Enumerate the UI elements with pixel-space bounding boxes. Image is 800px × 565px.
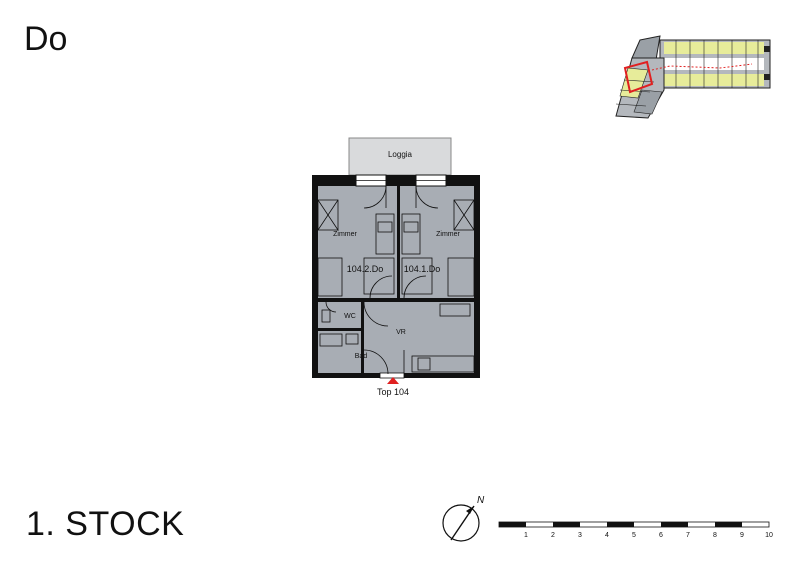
floor-label: 1. STOCK bbox=[26, 505, 185, 543]
scale-tick-9: 9 bbox=[740, 532, 744, 539]
entrance-arrow-icon bbox=[387, 377, 399, 384]
room-left-label: Zimmer bbox=[333, 231, 357, 238]
room-right-label: Zimmer bbox=[436, 231, 460, 238]
scale-tick-3: 3 bbox=[578, 532, 582, 539]
scale-tick-5: 5 bbox=[632, 532, 636, 539]
loggia-label: Loggia bbox=[388, 150, 413, 159]
room-left bbox=[318, 186, 397, 298]
vr-label: VR bbox=[396, 329, 406, 336]
key-plan bbox=[615, 35, 771, 119]
scale-tick-10: 10 bbox=[765, 532, 773, 539]
scale-tick-1: 1 bbox=[524, 532, 528, 539]
entrance-label: Top 104 bbox=[377, 387, 409, 397]
scale-tick-7: 7 bbox=[686, 532, 690, 539]
scale-tick-4: 4 bbox=[605, 532, 609, 539]
room-bad bbox=[318, 331, 361, 373]
room-right bbox=[400, 186, 474, 298]
room-wc bbox=[318, 302, 361, 328]
compass-north-label: N bbox=[477, 495, 485, 506]
unit-highlight-marker bbox=[623, 60, 654, 94]
bad-label: Bad bbox=[355, 353, 368, 360]
loggia-area bbox=[348, 137, 452, 176]
unit-right-label: 104.1.Do bbox=[404, 264, 441, 274]
wc-label: WC bbox=[344, 313, 356, 320]
unit-left-label: 104.2.Do bbox=[347, 264, 384, 274]
scale-tick-6: 6 bbox=[659, 532, 663, 539]
compass-icon: N bbox=[442, 495, 485, 542]
floor-plan: Loggia Zimmer Zimmer 104.2.Do 104.1.Do W… bbox=[312, 137, 480, 397]
scale-tick-8: 8 bbox=[713, 532, 717, 539]
scale-bar: 1 2 3 4 5 6 7 8 9 10 bbox=[498, 521, 773, 539]
unit-code-title: Do bbox=[24, 20, 68, 58]
scale-tick-2: 2 bbox=[551, 532, 555, 539]
